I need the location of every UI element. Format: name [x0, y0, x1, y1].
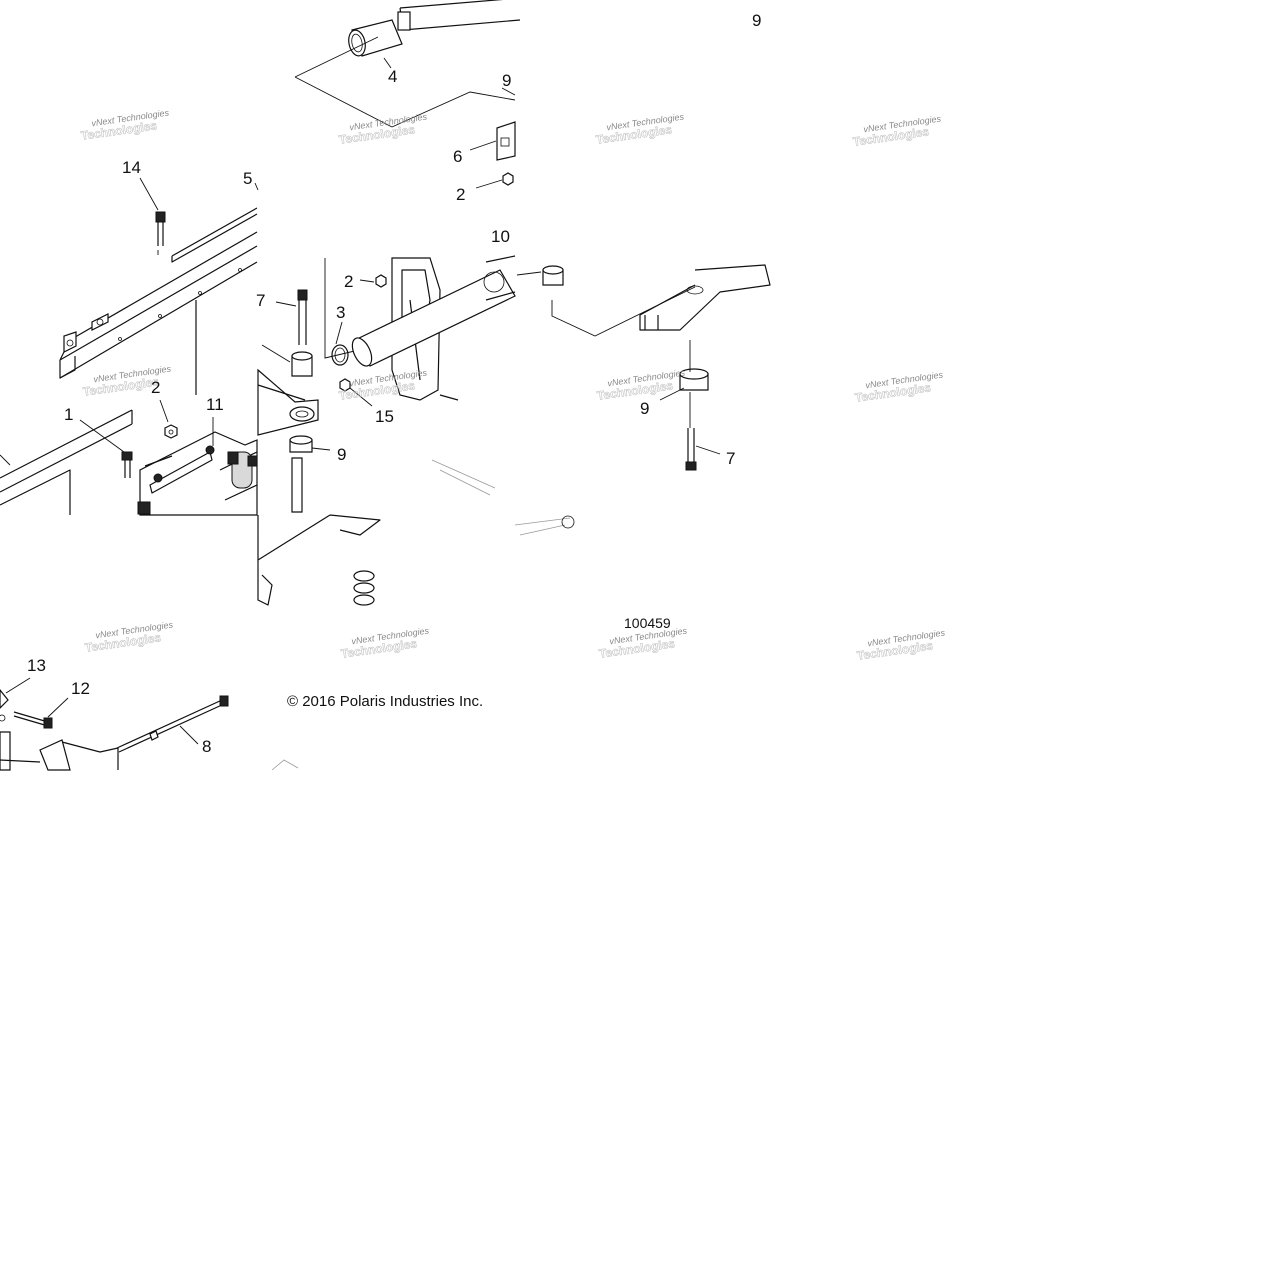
callout-label: 3 [336, 303, 345, 322]
right-mount-panel [516, 264, 771, 471]
figure-number: 100459 [624, 615, 671, 631]
mount-plate [137, 431, 258, 516]
callout-label: 7 [726, 449, 735, 468]
sleeve-bushing [348, 19, 403, 57]
callout-label: 9 [337, 445, 346, 464]
callout-label: 12 [71, 679, 90, 698]
callout-label: 9 [640, 399, 649, 418]
callout-label: 9 [752, 11, 761, 30]
callout-label: 5 [243, 169, 252, 188]
axle-panel [0, 677, 299, 771]
callout-label: 8 [202, 737, 211, 756]
pivot-arm-panel [257, 255, 575, 606]
copyright-notice: © 2016 Polaris Industries Inc. [287, 693, 483, 710]
callout-label: 6 [453, 147, 462, 166]
callout-label: 10 [491, 227, 510, 246]
stacked-bumpers [353, 570, 375, 606]
frame-rail-panel [0, 177, 259, 516]
mount-bracket [496, 121, 516, 161]
callout-label: 1 [64, 405, 73, 424]
callout-label: 11 [206, 395, 224, 414]
callout-label: 9 [502, 71, 511, 90]
callout-label: 2 [344, 272, 353, 291]
nut [502, 172, 514, 186]
callout-label: 13 [27, 656, 46, 675]
callout-label: 15 [375, 407, 394, 426]
callout-label: 14 [122, 158, 141, 177]
callout-labels: 9 4 9 6 2 14 5 10 2 7 3 9 7 15 9 2 11 1 … [27, 11, 761, 756]
upper-assembly-panel [294, 0, 521, 189]
callout-label: 4 [388, 67, 397, 86]
callout-label: 2 [456, 185, 465, 204]
callout-label: 7 [256, 291, 265, 310]
callout-label: 2 [151, 378, 160, 397]
